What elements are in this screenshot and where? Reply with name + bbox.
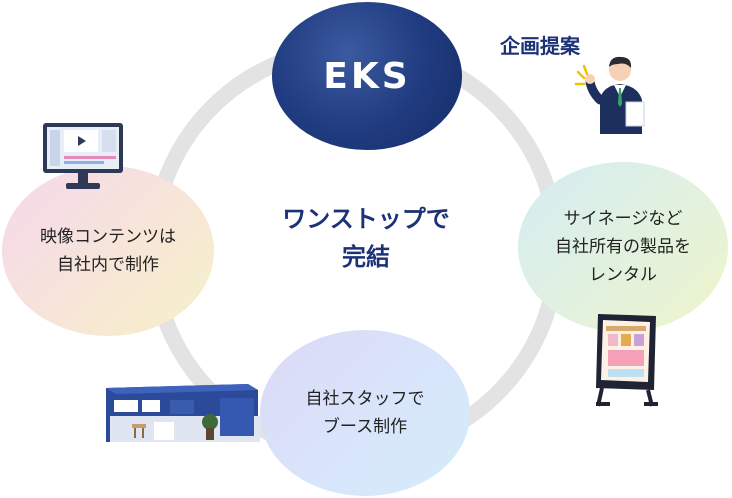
signage-rental-text: サイネージなど 自社所有の製品を レンタル (555, 209, 691, 285)
eks-hub: EKS (272, 2, 462, 150)
digital-signage-icon (596, 314, 658, 407)
center-caption: ワンストップで 完結 (282, 205, 450, 271)
exhibition-booth-icon (106, 384, 260, 442)
signage-rental-bubble: サイネージなど 自社所有の製品を レンタル (518, 162, 728, 332)
proposal-label: 企画提案 (500, 34, 580, 58)
booth-production-bubble: 自社スタッフで ブース制作 (260, 330, 470, 496)
person-presenting-icon (574, 56, 645, 134)
booth-production-text: 自社スタッフで ブース制作 (305, 389, 425, 437)
video-content-bubble: 映像コンテンツは 自社内で制作 (2, 166, 214, 336)
monitor-video-icon (43, 123, 123, 189)
video-content-text: 映像コンテンツは 自社内で制作 (40, 227, 176, 275)
eks-label: EKS (323, 55, 411, 97)
